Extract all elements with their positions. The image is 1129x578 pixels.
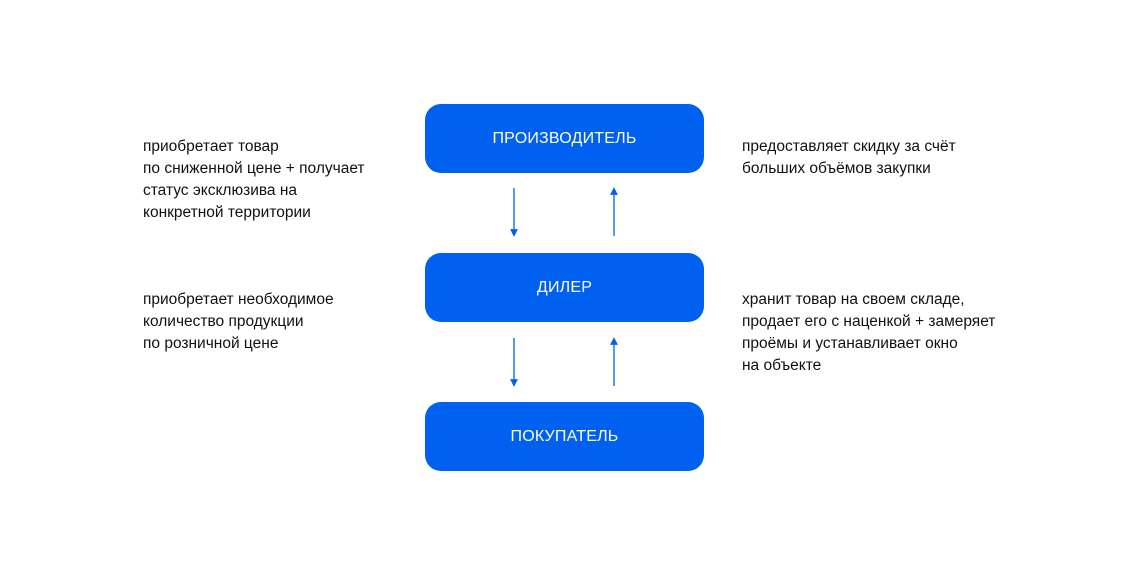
dealer-node: ДИЛЕР	[425, 253, 704, 322]
note-line: приобретает товар	[143, 138, 279, 155]
dealer-benefit-note: приобретает товар по сниженной цене + по…	[143, 136, 365, 224]
note-line: на объекте	[742, 357, 822, 374]
note-line: по сниженной цене + получает	[143, 160, 365, 177]
producer-benefit-note: предоставляет скидку за счёт больших объ…	[742, 136, 956, 180]
producer-node: ПРОИЗВОДИТЕЛЬ	[425, 104, 704, 173]
dealer-label: ДИЛЕР	[536, 278, 593, 296]
note-line: по розничной цене	[143, 335, 279, 352]
note-line: проёмы и устанавливает окно	[742, 335, 958, 352]
producer-label: ПРОИЗВОДИТЕЛЬ	[492, 129, 637, 147]
note-line: продает его с наценкой + замеряет	[742, 313, 996, 330]
note-line: приобретает необходимое	[143, 291, 334, 308]
note-line: количество продукции	[143, 313, 304, 330]
note-line: конкретной территории	[143, 204, 311, 221]
dealer-service-note: хранит товар на своем складе, продает ег…	[742, 289, 995, 377]
note-line: предоставляет скидку за счёт	[742, 138, 956, 155]
note-line: статус эксклюзива на	[143, 182, 298, 199]
note-line: больших объёмов закупки	[742, 160, 931, 177]
note-line: хранит товар на своем складе,	[742, 291, 965, 308]
buyer-label: ПОКУПАТЕЛЬ	[510, 427, 619, 445]
buyer-benefit-note: приобретает необходимое количество проду…	[143, 289, 334, 355]
buyer-node: ПОКУПАТЕЛЬ	[425, 402, 704, 471]
